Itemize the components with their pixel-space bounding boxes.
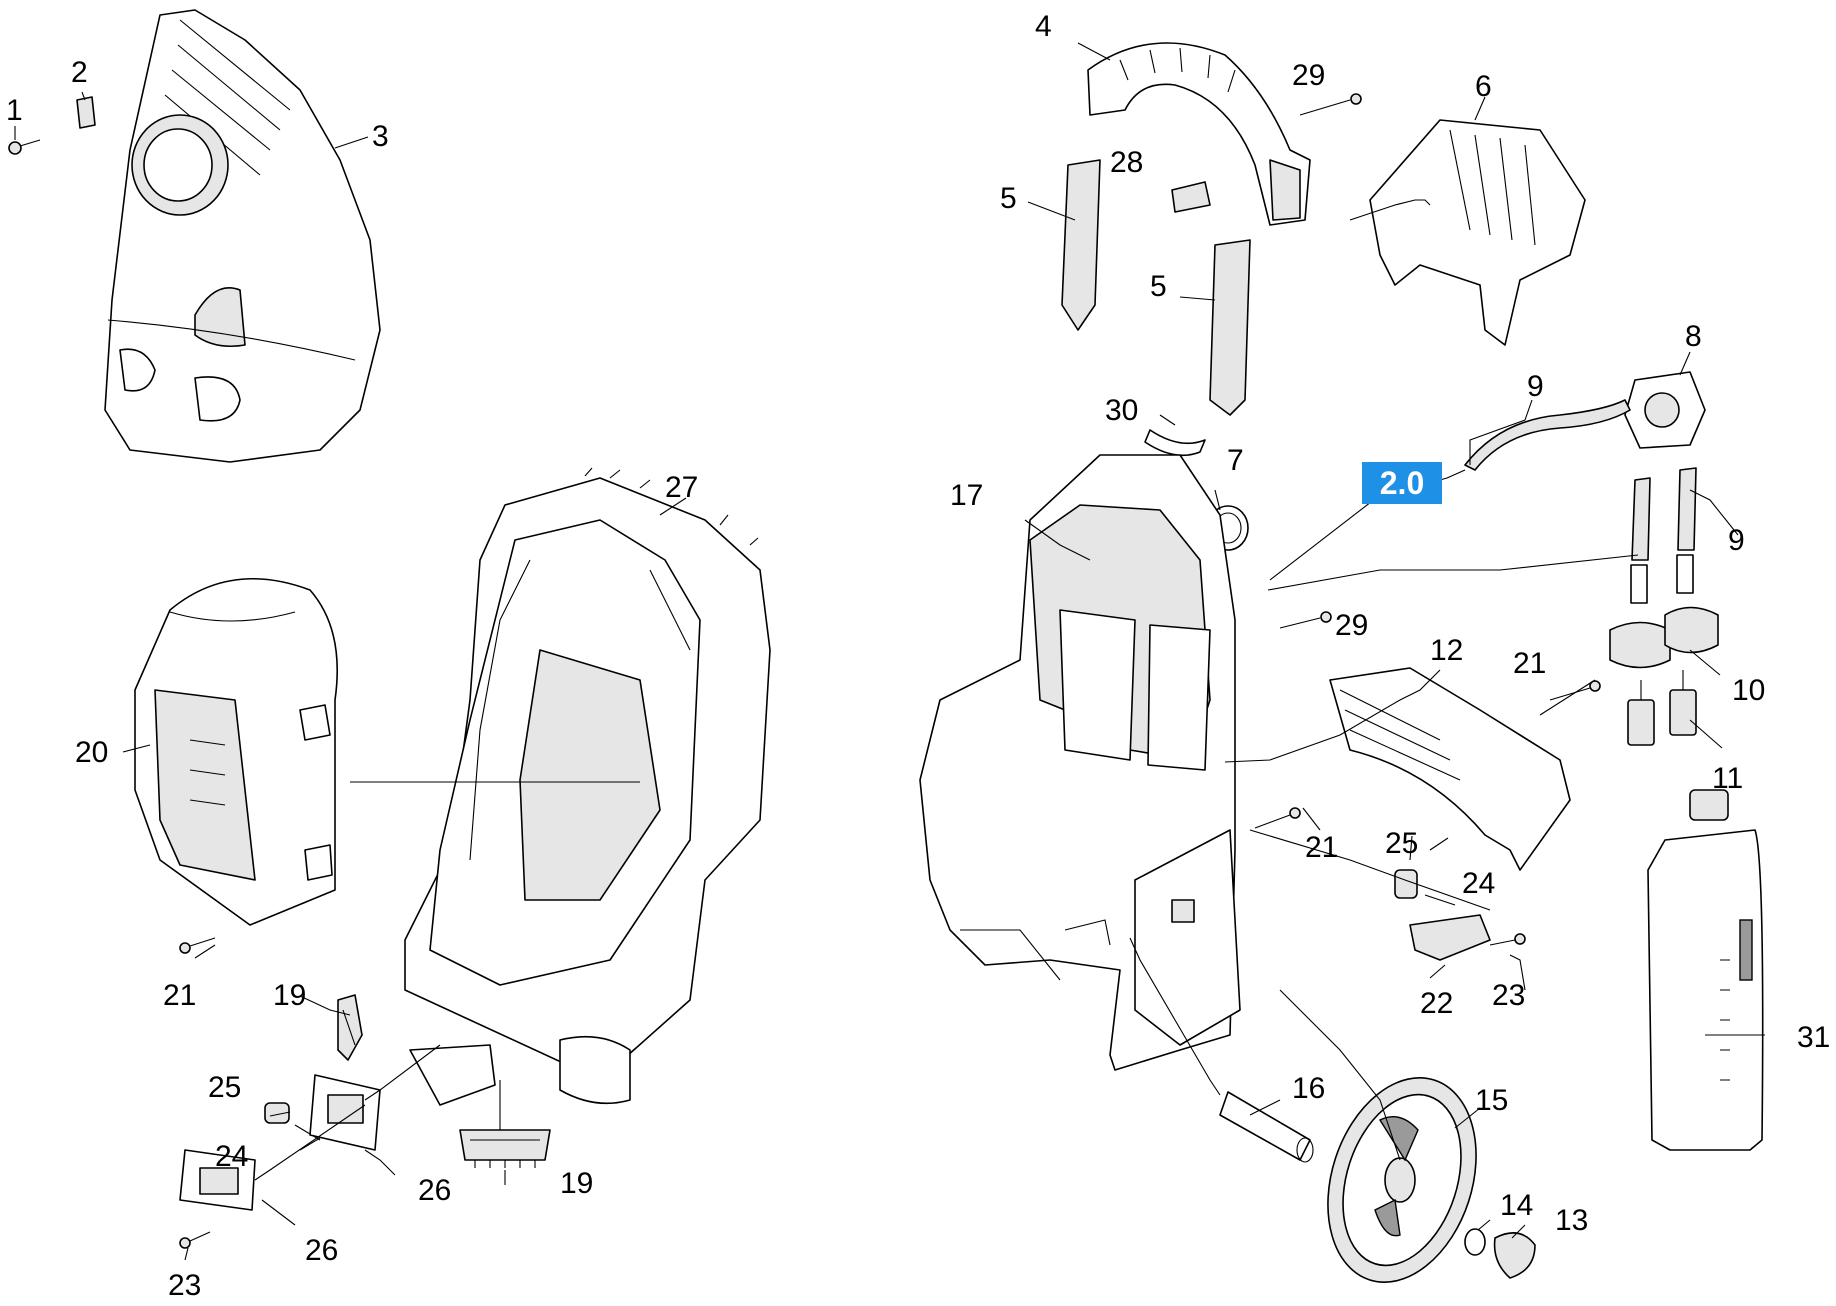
part-2-clip xyxy=(76,96,96,129)
callout-19-clip: 19 xyxy=(273,979,306,1012)
callout-26-lower: 26 xyxy=(305,1234,338,1267)
callout-7: 7 xyxy=(1227,444,1244,477)
callout-1: 1 xyxy=(6,94,23,127)
part-9-hoses-side xyxy=(1630,467,1697,604)
callout-10: 10 xyxy=(1732,674,1765,707)
callout-30: 30 xyxy=(1105,394,1138,427)
part-22-latch xyxy=(1409,914,1491,961)
part-19-clip xyxy=(337,994,363,1061)
part-14-washer xyxy=(1464,1228,1486,1256)
part-29-screw-top xyxy=(1299,93,1362,116)
part-10-caps xyxy=(1609,606,1719,669)
callout-6: 6 xyxy=(1475,70,1492,103)
part-21-screw-lower-right xyxy=(1254,807,1301,829)
callout-5-upper: 5 xyxy=(1000,182,1017,215)
callout-29-mid: 29 xyxy=(1335,609,1368,642)
callout-9-side: 9 xyxy=(1728,524,1745,557)
callout-3: 3 xyxy=(372,120,389,153)
part-4-handle xyxy=(1087,42,1311,226)
callout-25-left: 25 xyxy=(208,1071,241,1104)
part-27-base-frame xyxy=(404,467,771,1106)
callout-31: 31 xyxy=(1797,1021,1830,1054)
callout-2: 2 xyxy=(71,56,88,89)
part-5-tube-left xyxy=(1061,159,1101,331)
leader-lines xyxy=(14,42,1765,1261)
part-25-plug-right xyxy=(1394,869,1418,899)
callout-27: 27 xyxy=(665,471,698,504)
callout-21-upper-right: 21 xyxy=(1513,647,1546,680)
callout-11: 11 xyxy=(1712,762,1743,795)
part-21-screw-left xyxy=(179,937,216,954)
part-6-hose-holder xyxy=(1369,119,1586,346)
part-16-axle xyxy=(1219,1091,1314,1163)
callout-9-top: 9 xyxy=(1527,370,1544,403)
callout-19-strip: 19 xyxy=(560,1167,593,1200)
callout-25-right: 25 xyxy=(1385,827,1418,860)
part-29-screw-mid xyxy=(1279,611,1332,629)
callout-8: 8 xyxy=(1685,320,1702,353)
callout-23-right: 23 xyxy=(1492,979,1525,1012)
part-26-plate-lower xyxy=(179,1149,256,1211)
part-25-plug-left xyxy=(264,1102,290,1124)
part-15-wheel xyxy=(1327,1077,1477,1283)
callout-5-lower: 5 xyxy=(1150,270,1167,303)
callout-14: 14 xyxy=(1500,1189,1533,1222)
part-3-front-cover xyxy=(104,9,381,463)
callout-24-left: 24 xyxy=(215,1140,248,1173)
callout-20: 20 xyxy=(75,736,108,769)
part-20-housing xyxy=(134,577,338,926)
part-13-cap xyxy=(1493,1232,1536,1279)
callout-4: 4 xyxy=(1035,10,1052,43)
part-30-spring xyxy=(1144,429,1206,457)
part-24-pin-right xyxy=(1424,894,1456,906)
part-23-screw-left xyxy=(179,1231,211,1249)
callout-16: 16 xyxy=(1292,1072,1325,1105)
callout-13: 13 xyxy=(1555,1204,1588,1237)
callouts: 1 2 3 4 5 5 6 7 8 9 9 10 11 12 13 14 15 … xyxy=(6,10,1830,1302)
part-1-screw xyxy=(8,139,41,155)
part-11-filters xyxy=(1627,670,1697,746)
version-badge-label: 2.0 xyxy=(1380,465,1424,501)
callout-26-upper: 26 xyxy=(418,1174,451,1207)
callout-12: 12 xyxy=(1430,634,1463,667)
callout-28: 28 xyxy=(1110,146,1143,179)
part-26-plate-upper xyxy=(309,1074,381,1151)
part-28-clip xyxy=(1171,181,1211,213)
part-17-main-frame xyxy=(919,454,1241,1071)
callout-22: 22 xyxy=(1420,987,1453,1020)
part-31-bottle xyxy=(1647,789,1764,1151)
part-8-connector xyxy=(1624,371,1706,449)
callout-24-right: 24 xyxy=(1462,867,1495,900)
part-5-tube-right xyxy=(1209,239,1251,416)
callout-17: 17 xyxy=(950,479,983,512)
part-19-strip xyxy=(459,1129,551,1168)
callout-23-left: 23 xyxy=(168,1269,201,1302)
part-9-hose-top xyxy=(1464,399,1631,471)
part-12-hood xyxy=(1329,667,1571,871)
callout-29-top: 29 xyxy=(1292,59,1325,92)
version-badge: 2.0 xyxy=(1362,462,1442,504)
part-24-pin-left xyxy=(294,1124,321,1141)
part-21-screw-upper-right xyxy=(1549,680,1601,701)
callout-21-lower-right: 21 xyxy=(1305,831,1338,864)
part-23-screw-right xyxy=(1489,933,1526,946)
callout-21-left: 21 xyxy=(163,979,196,1012)
callout-15: 15 xyxy=(1475,1084,1508,1117)
